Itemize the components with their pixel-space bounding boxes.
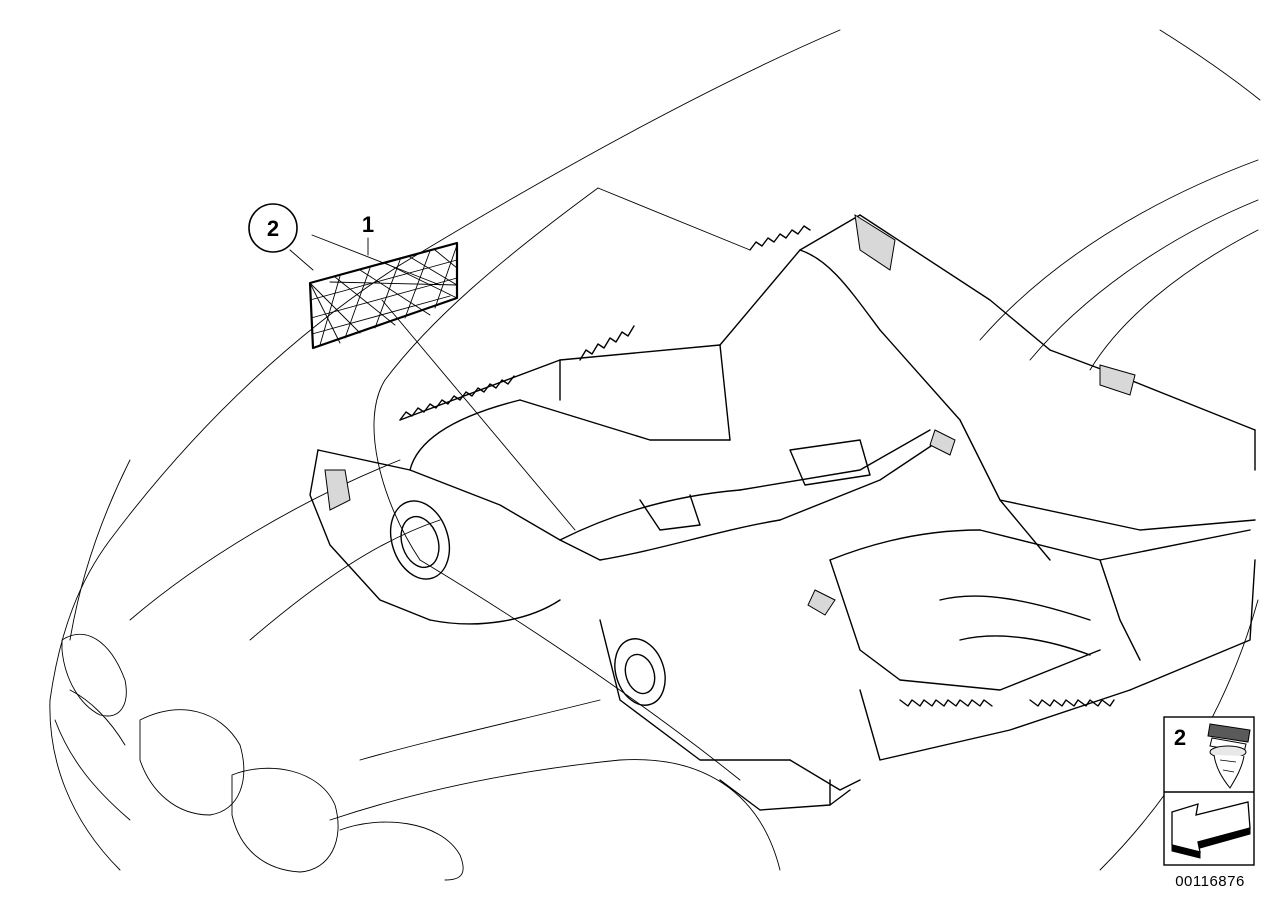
floor-carpet (309, 214, 1256, 811)
legend-box: 2 (1163, 716, 1255, 866)
callout-2: 2 (248, 203, 298, 253)
diagram-code: 00116876 (1175, 873, 1245, 890)
callout-1: 1 (362, 212, 374, 237)
insulation-mesh-panel (308, 234, 459, 350)
floor-shading (324, 214, 1136, 616)
push-clip-icon (1207, 723, 1251, 789)
car-body-outline (49, 29, 1261, 881)
direction-arrow-icon (1171, 801, 1251, 859)
callout-2-label: 2 (267, 216, 279, 241)
legend-item-number: 2 (1174, 725, 1186, 750)
leader-lines (289, 237, 576, 531)
callout-1-label: 1 (362, 212, 374, 237)
